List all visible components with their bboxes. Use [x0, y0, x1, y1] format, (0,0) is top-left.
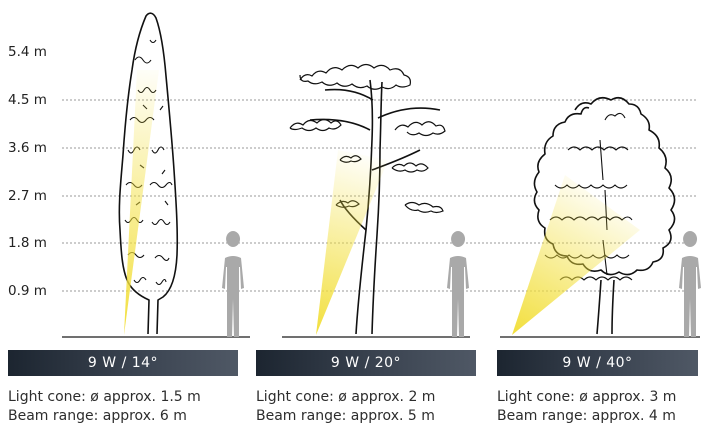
person-silhouette-2: [447, 231, 469, 337]
panel-2-title: 9 W / 20°: [331, 355, 401, 371]
person-silhouette-1: [222, 231, 244, 337]
person-silhouette-3: [679, 231, 701, 337]
panel-3-info: Light cone: ø approx. 3 m Beam range: ap…: [497, 388, 676, 426]
y-label-0-9: 0.9 m: [8, 283, 47, 299]
y-label-1-8: 1.8 m: [8, 235, 47, 251]
y-label-3-6: 3.6 m: [8, 140, 47, 156]
panel-3-title: 9 W / 40°: [562, 355, 632, 371]
y-label-5-4: 5.4 m: [8, 44, 47, 60]
panel-1-light-cone: Light cone: ø approx. 1.5 m: [8, 388, 201, 407]
panel-2-beam-range: Beam range: approx. 5 m: [256, 407, 435, 426]
panel-1-title-bar: 9 W / 14°: [8, 350, 238, 376]
y-label-2-7: 2.7 m: [8, 188, 47, 204]
panel-1-illustration: [62, 13, 250, 337]
y-label-4-5: 4.5 m: [8, 92, 47, 108]
panel-2-title-bar: 9 W / 20°: [256, 350, 476, 376]
panel-1-beam-range: Beam range: approx. 6 m: [8, 407, 201, 426]
panel-3-beam-range: Beam range: approx. 4 m: [497, 407, 676, 426]
panel-2-light-cone: Light cone: ø approx. 2 m: [256, 388, 435, 407]
panel-3-title-bar: 9 W / 40°: [497, 350, 698, 376]
panel-3-illustration: [500, 98, 701, 337]
panel-1-title: 9 W / 14°: [88, 355, 158, 371]
panel-2-info: Light cone: ø approx. 2 m Beam range: ap…: [256, 388, 435, 426]
panel-1-info: Light cone: ø approx. 1.5 m Beam range: …: [8, 388, 201, 426]
panel-3-light-cone: Light cone: ø approx. 3 m: [497, 388, 676, 407]
light-beam-3: [512, 175, 640, 335]
panel-2-illustration: [282, 65, 470, 338]
